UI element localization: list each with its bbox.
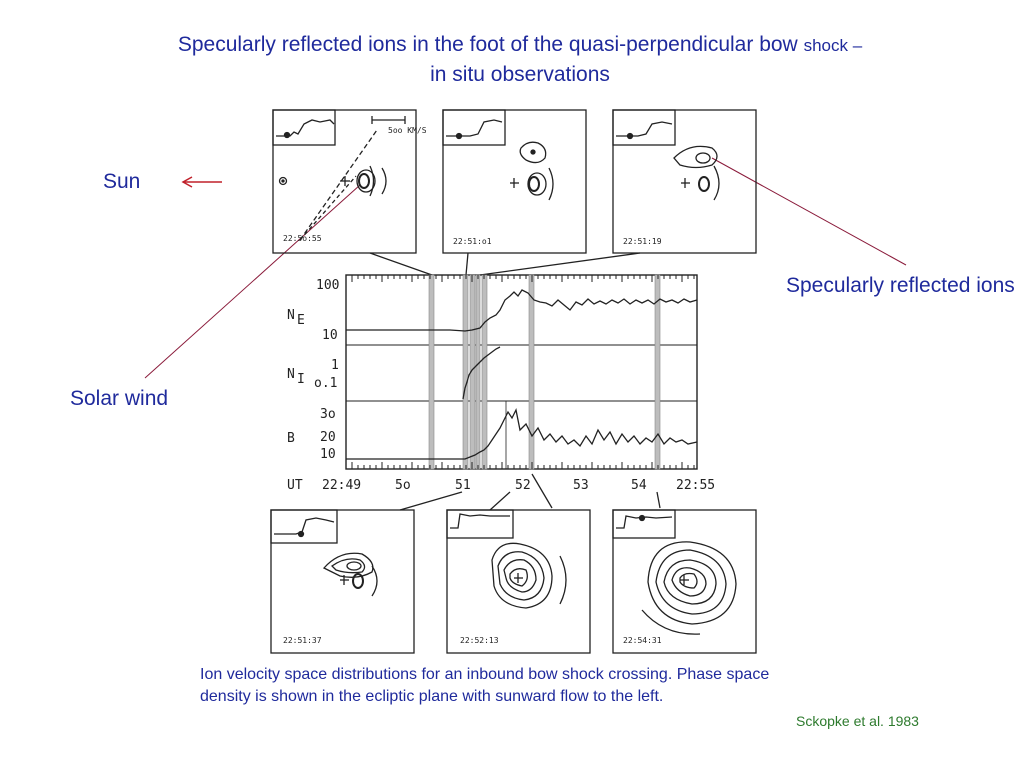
panel-time-4: 22:51:37	[283, 636, 322, 645]
reflected-ions-label: Specularly reflected ions	[786, 274, 1015, 297]
tick-ni-1: 1	[331, 358, 339, 373]
time-series-plot	[345, 274, 698, 470]
panel-time-1: 22:5o:55	[283, 234, 322, 243]
scale-label: 5oo KM/S	[388, 126, 427, 135]
x-tick-52: 52	[515, 478, 531, 493]
panel-time-3: 22:51:19	[623, 237, 662, 246]
panel-top-3	[612, 109, 757, 254]
title-line1: Specularly reflected ions in the foot of…	[177, 33, 804, 56]
tick-ne-10: 10	[322, 328, 338, 343]
sun-label: Sun	[103, 170, 141, 193]
x-tick-53: 53	[573, 478, 589, 493]
panel-time-6: 22:54:31	[623, 636, 662, 645]
x-axis-title: UT	[287, 478, 303, 493]
x-tick-2255: 22:55	[676, 478, 715, 493]
title-line2: in situ observations	[430, 63, 610, 86]
figure-caption: Ion velocity space distributions for an …	[200, 666, 770, 705]
row-label-ne-sub: E	[297, 313, 305, 328]
row-label-ni-sub: I	[297, 372, 305, 387]
connector-lines-top	[369, 252, 641, 276]
citation: Sckopke et al. 1983	[796, 713, 919, 729]
row-label-ne: N	[287, 308, 295, 323]
title-line1-small: shock –	[803, 36, 863, 55]
x-axis-labels: UT 22:49 5o 51 52 53 54 22:55	[287, 478, 715, 493]
panel-bottom-1	[270, 509, 415, 654]
x-tick-54: 54	[631, 478, 647, 493]
panel-bottom-3	[612, 509, 757, 654]
reflected-ions-pointer	[711, 157, 907, 266]
panel-top-2	[442, 109, 587, 254]
solar-wind-pointer	[144, 184, 361, 379]
panel-bottom-2	[446, 509, 591, 654]
row-label-ni: N	[287, 367, 295, 382]
y-axis-labels: N E 100 10 N I 1 o.1 B 3o 20 10	[287, 278, 339, 462]
tick-b-20: 20	[320, 430, 336, 445]
x-tick-50: 5o	[395, 478, 411, 493]
x-tick-2249: 22:49	[322, 478, 361, 493]
panel-time-2: 22:51:o1	[453, 237, 492, 246]
solar-wind-label: Solar wind	[70, 387, 169, 410]
tick-ni-01: o.1	[314, 376, 337, 391]
panel-top-1	[272, 109, 417, 254]
panel-time-5: 22:52:13	[460, 636, 499, 645]
tick-b-10: 10	[320, 447, 336, 462]
tick-b-30: 3o	[320, 407, 336, 422]
slide-title: Specularly reflected ions in the foot of…	[80, 30, 960, 89]
connector-lines-bottom	[399, 473, 661, 511]
row-label-b: B	[287, 431, 295, 446]
x-tick-51: 51	[455, 478, 471, 493]
sun-arrow-icon	[181, 176, 222, 188]
tick-ne-100: 100	[316, 278, 339, 293]
